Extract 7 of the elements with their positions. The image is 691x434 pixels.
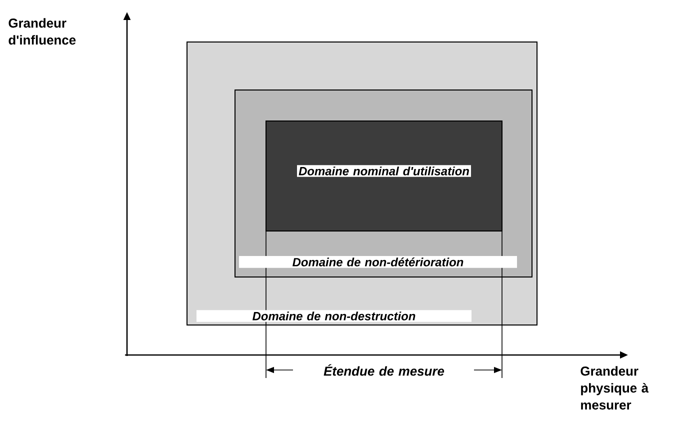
domain-label: Domaine nominal d'utilisation [297, 165, 471, 177]
domain-label: Domaine de non-détérioration [239, 256, 517, 268]
axis-label: Grandeur physique à mesurer [580, 366, 649, 410]
domain-box [266, 120, 502, 232]
axis-label: Grandeur d'influence [8, 18, 76, 45]
domain-label: Domaine de non-destruction [196, 310, 472, 322]
dimension-label: Étendue de mesure [324, 364, 444, 376]
